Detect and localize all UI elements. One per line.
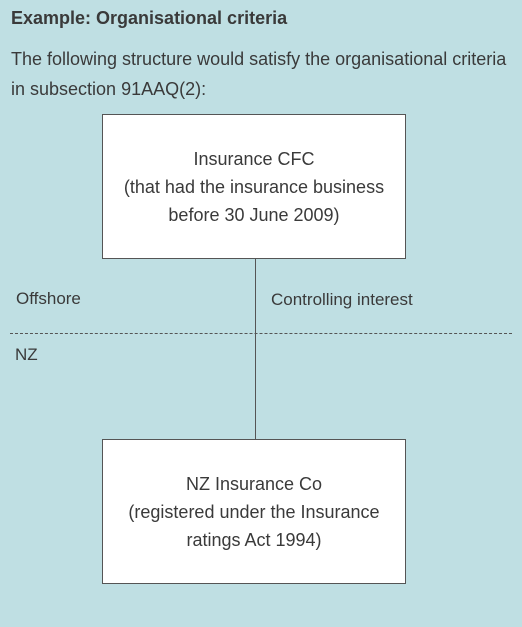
controlling-interest-label: Controlling interest (271, 290, 413, 309)
insurance-cfc-box: Insurance CFC (that had the insurance bu… (102, 114, 406, 259)
insurance-cfc-title: Insurance CFC (193, 148, 315, 169)
example-heading: Example: Organisational criteria (11, 8, 288, 28)
intro-text: The following structure would satisfy th… (11, 49, 507, 99)
nz-label: NZ (15, 345, 38, 364)
offshore-nz-boundary (10, 333, 512, 334)
offshore-label: Offshore (16, 289, 81, 308)
insurance-cfc-desc-line1: (that had the insurance business (123, 176, 385, 197)
nz-insurance-co-title: NZ Insurance Co (185, 473, 323, 494)
nz-insurance-co-box: NZ Insurance Co (registered under the In… (102, 439, 406, 584)
nz-insurance-co-desc-line2: ratings Act 1994) (186, 529, 322, 550)
controlling-interest-connector (255, 258, 256, 440)
insurance-cfc-desc-line2: before 30 June 2009) (168, 204, 340, 225)
nz-insurance-co-desc-line1: (registered under the Insurance (128, 501, 380, 522)
